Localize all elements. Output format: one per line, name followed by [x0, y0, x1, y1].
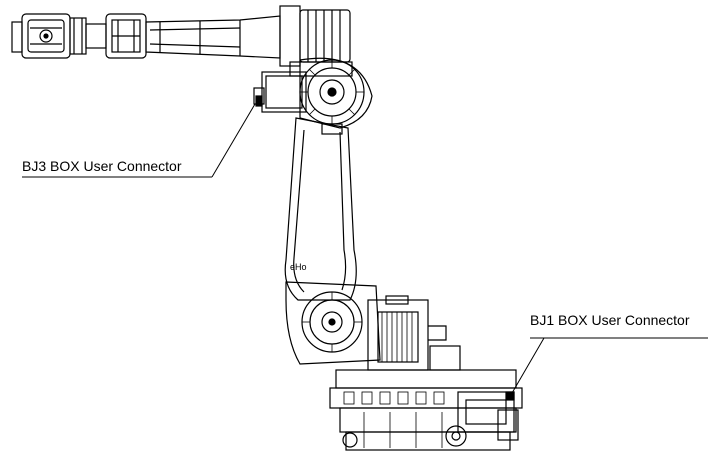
motor-block	[367, 295, 461, 371]
bj3-box-user-connector-label: BJ3 BOX User Connector	[22, 158, 182, 174]
svg-text:eHo: eHo	[290, 262, 307, 272]
elbow-joint	[253, 57, 373, 135]
wrist-assembly	[11, 13, 147, 59]
bj1-box-user-connector-label: BJ1 BOX User Connector	[530, 312, 690, 328]
bj1-leader-line	[507, 337, 545, 401]
leader-lines	[22, 103, 708, 401]
bj3-leader-line	[211, 103, 256, 178]
upper-arm	[145, 5, 353, 77]
shoulder-joint	[285, 281, 381, 365]
robot-base	[329, 369, 523, 451]
lower-arm: eHo	[284, 117, 357, 301]
